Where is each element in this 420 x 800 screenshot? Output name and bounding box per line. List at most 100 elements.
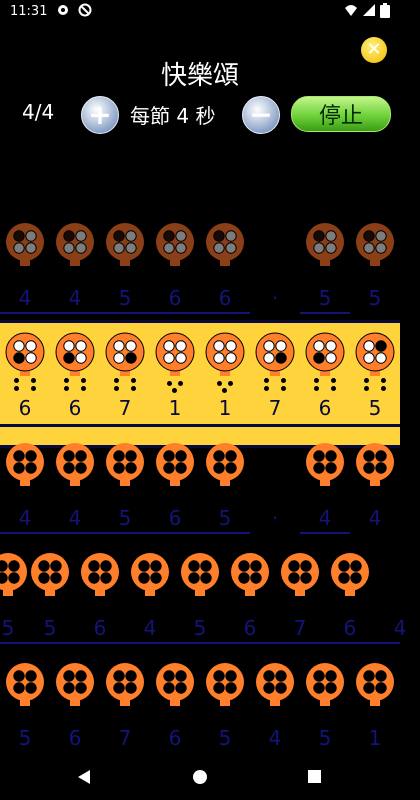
highlight-baseline bbox=[0, 424, 400, 427]
octave-dot bbox=[264, 378, 269, 383]
note-icon bbox=[130, 550, 170, 600]
jianpu-number: · bbox=[271, 506, 279, 530]
measure-line bbox=[300, 532, 350, 534]
time-signature: 4/4 bbox=[22, 100, 55, 124]
jianpu-number: 4 bbox=[393, 616, 407, 640]
note-icon bbox=[355, 220, 395, 270]
octave-dot bbox=[281, 378, 286, 383]
stop-label: 停止 bbox=[318, 104, 363, 129]
jianpu-number: 7 bbox=[268, 396, 282, 420]
jianpu-number: 7 bbox=[118, 726, 132, 750]
jianpu-number: 6 bbox=[93, 616, 107, 640]
octave-dot bbox=[228, 381, 233, 386]
note-icon bbox=[355, 330, 395, 380]
octave-dots bbox=[5, 376, 45, 392]
speed-label: 每節 4 秒 bbox=[130, 104, 216, 128]
note-icon bbox=[55, 660, 95, 710]
jianpu-number: 7 bbox=[293, 616, 307, 640]
note-icon bbox=[55, 440, 95, 490]
controls-bar: 4/4 + 每節 4 秒 − 停止 bbox=[0, 92, 400, 136]
minus-icon: − bbox=[249, 98, 273, 131]
jianpu-number: 5 bbox=[118, 506, 132, 530]
note-icon bbox=[155, 330, 195, 380]
octave-dot bbox=[14, 378, 19, 383]
jianpu-number: 6 bbox=[18, 396, 32, 420]
back-triangle-icon[interactable] bbox=[78, 770, 90, 784]
note-icon bbox=[80, 550, 120, 600]
home-circle-icon[interactable] bbox=[193, 770, 207, 784]
measure-line bbox=[0, 312, 250, 314]
signal-icon bbox=[362, 3, 376, 21]
octave-dot bbox=[331, 386, 336, 391]
jianpu-number: 5 bbox=[318, 286, 332, 310]
octave-dots bbox=[355, 376, 395, 392]
octave-dot bbox=[31, 386, 36, 391]
note-icon bbox=[305, 440, 345, 490]
wifi-icon bbox=[344, 3, 358, 21]
note-icon bbox=[55, 330, 95, 380]
note-icon bbox=[5, 440, 45, 490]
note-icon bbox=[5, 220, 45, 270]
jianpu-number: 1 bbox=[368, 726, 382, 750]
octave-dot bbox=[172, 388, 177, 393]
note-icon bbox=[280, 550, 320, 600]
octave-dot bbox=[314, 378, 319, 383]
battery-icon bbox=[380, 3, 390, 22]
speed-plus-button[interactable]: + bbox=[81, 96, 119, 134]
octave-dot bbox=[364, 378, 369, 383]
jianpu-number: 5 bbox=[193, 616, 207, 640]
octave-dot bbox=[381, 386, 386, 391]
jianpu-number: 1 bbox=[218, 396, 232, 420]
note-icon bbox=[155, 660, 195, 710]
octave-dot bbox=[64, 386, 69, 391]
song-title: 快樂頌 bbox=[160, 61, 239, 91]
note-icon bbox=[155, 440, 195, 490]
octave-dots bbox=[155, 376, 195, 393]
measure-line bbox=[0, 642, 400, 644]
note-icon bbox=[30, 550, 70, 600]
note-icon bbox=[105, 330, 145, 380]
jianpu-number: 7 bbox=[118, 396, 132, 420]
note-icon bbox=[5, 330, 45, 380]
jianpu-number: 6 bbox=[318, 396, 332, 420]
note-icon bbox=[355, 660, 395, 710]
jianpu-number: 5 bbox=[368, 396, 382, 420]
note-icon bbox=[105, 660, 145, 710]
jianpu-number: · bbox=[271, 286, 279, 310]
jianpu-number: 6 bbox=[168, 726, 182, 750]
jianpu-number: 4 bbox=[68, 506, 82, 530]
jianpu-number: 4 bbox=[268, 726, 282, 750]
octave-dots bbox=[55, 376, 95, 392]
speed-minus-button[interactable]: − bbox=[242, 96, 280, 134]
octave-dot bbox=[167, 381, 172, 386]
octave-dot bbox=[114, 378, 119, 383]
plus-icon: + bbox=[88, 98, 112, 131]
measure-line bbox=[300, 312, 350, 314]
jianpu-number: 4 bbox=[318, 506, 332, 530]
note-icon bbox=[355, 440, 395, 490]
note-icon bbox=[205, 660, 245, 710]
jianpu-number: 6 bbox=[218, 286, 232, 310]
close-button[interactable]: ✕ bbox=[361, 37, 387, 63]
recents-square-icon[interactable] bbox=[308, 770, 321, 783]
jianpu-number: 4 bbox=[143, 616, 157, 640]
jianpu-number: 5 bbox=[18, 726, 32, 750]
note-icon bbox=[205, 220, 245, 270]
octave-dot bbox=[222, 388, 227, 393]
note-icon bbox=[205, 330, 245, 380]
gear-icon bbox=[56, 3, 70, 21]
note-icon bbox=[305, 220, 345, 270]
octave-dot bbox=[131, 378, 136, 383]
octave-dot bbox=[217, 381, 222, 386]
octave-dot bbox=[364, 386, 369, 391]
octave-dots bbox=[255, 376, 295, 392]
octave-dot bbox=[131, 386, 136, 391]
note-icon bbox=[305, 660, 345, 710]
jianpu-number: 5 bbox=[118, 286, 132, 310]
status-bar: 11:31 bbox=[0, 0, 400, 24]
close-x-icon: ✕ bbox=[366, 39, 382, 60]
circle-block-icon bbox=[78, 3, 92, 21]
stop-button[interactable]: 停止 bbox=[291, 96, 391, 132]
note-icon bbox=[0, 550, 28, 600]
octave-dot bbox=[81, 378, 86, 383]
